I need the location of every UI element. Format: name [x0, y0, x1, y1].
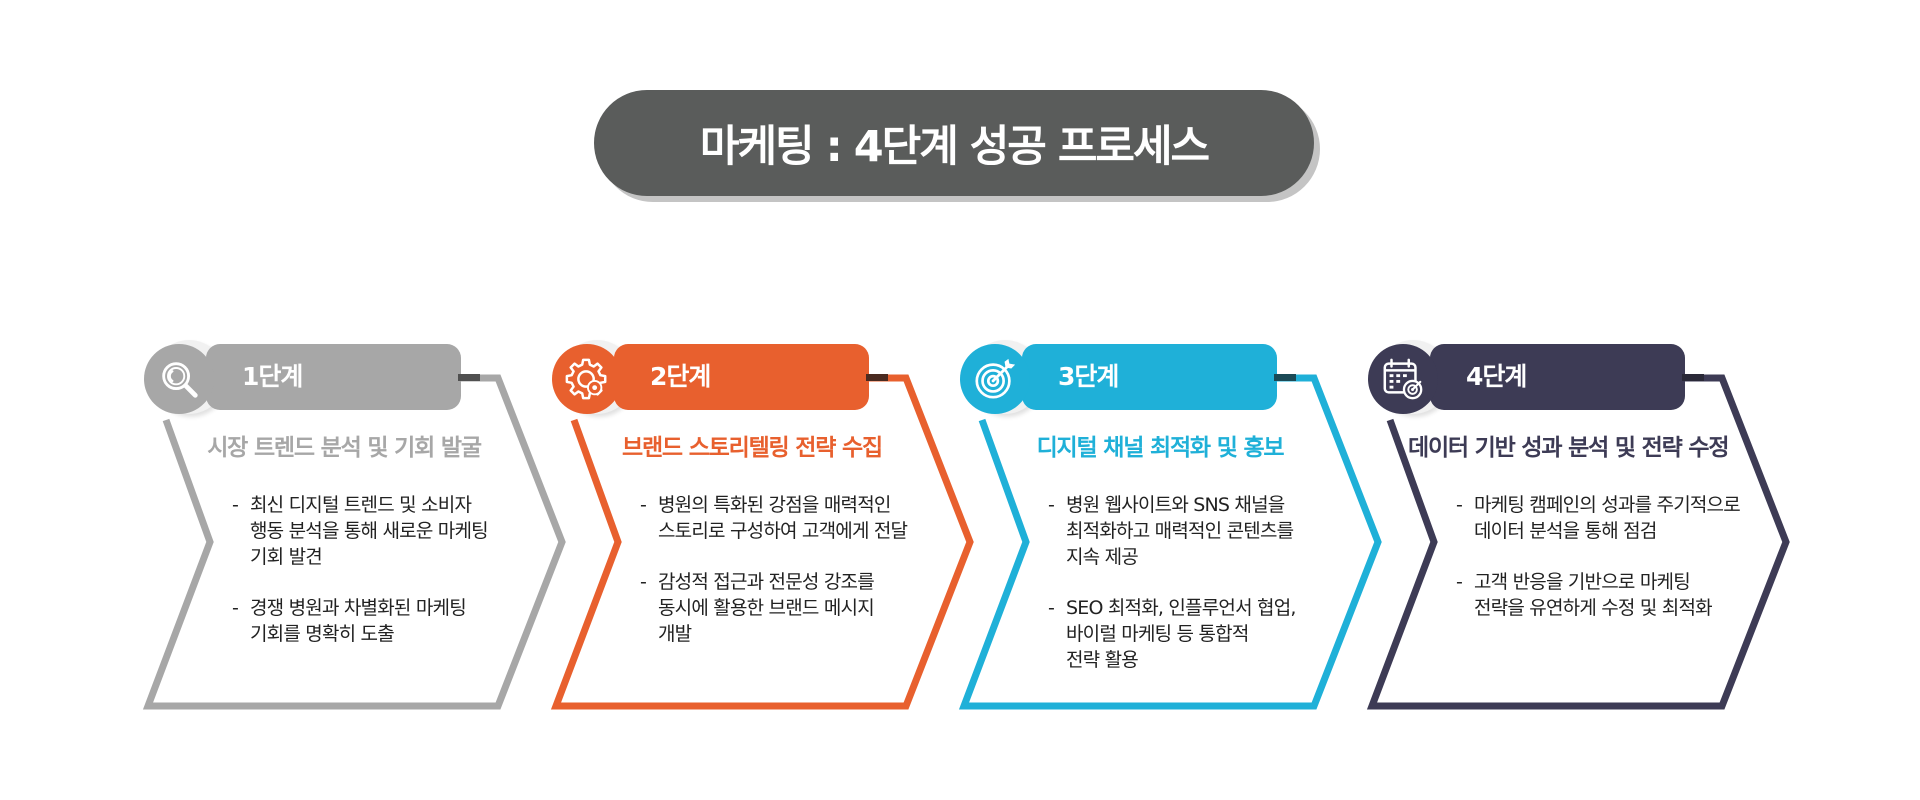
stage-1-header: 1단계 [206, 344, 461, 410]
stage-3-chevron [958, 374, 1382, 710]
stage-4-header: 4단계 [1430, 344, 1685, 410]
stage-3: 3단계 디지털 채널 최적화 및 홍보 병원 웹사이트와 SNS 채널을 최적화… [958, 340, 1382, 720]
target-arrow-icon [975, 358, 1016, 399]
stage-2-chevron [550, 374, 974, 710]
stage-3-title: 디지털 채널 최적화 및 홍보 [1036, 435, 1285, 461]
stage-3-icon-circle [960, 344, 1030, 414]
calendar-target-icon [1383, 358, 1423, 400]
stage-2-icon-circle [552, 344, 622, 414]
stage-4-bullet-2: 고객 반응을 기반으로 마케팅 전략을 유연하게 수정 및 최적화 [1456, 569, 1756, 621]
stage-1-title: 시장 트렌드 분석 및 기회 발굴 [207, 435, 482, 461]
stage-4-chevron-outline [1366, 374, 1790, 710]
stage-3-bullets: 병원 웹사이트와 SNS 채널을 최적화하고 매력적인 콘텐츠를 지속 제공 S… [1048, 492, 1348, 698]
stage-4-bullets: 마케팅 캠페인의 성과를 주기적으로 데이터 분석을 통해 점검 고객 반응을 … [1456, 492, 1756, 646]
stage-2-connector [866, 374, 888, 381]
stage-1-bullets: 최신 디지털 트렌드 및 소비자 행동 분석을 통해 새로운 마케팅 기회 발견… [232, 492, 532, 672]
stage-1-chevron [142, 374, 566, 710]
stage-4-label: 4단계 [1466, 362, 1527, 391]
stage-2-bullets: 병원의 특화된 강점을 매력적인 스토리로 구성하여 고객에게 전달 감성적 접… [640, 492, 940, 672]
stage-2-chevron-outline [550, 374, 974, 710]
stage-2-bullet-2: 감성적 접근과 전문성 강조를 동시에 활용한 브랜드 메시지 개발 [640, 569, 940, 647]
stage-1-bullet-1: 최신 디지털 트렌드 및 소비자 행동 분석을 통해 새로운 마케팅 기회 발견 [232, 492, 532, 570]
stage-4-icon-circle [1368, 344, 1438, 414]
gear-cog-icon [565, 358, 607, 400]
stage-1: 1단계 시장 트렌드 분석 및 기회 발굴 최신 디지털 트렌드 및 소비자 행… [142, 340, 566, 720]
stage-3-chevron-outline [958, 374, 1382, 710]
stage-1-icon-circle [144, 344, 214, 414]
stage-4-bullet-1: 마케팅 캠페인의 성과를 주기적으로 데이터 분석을 통해 점검 [1456, 492, 1756, 544]
stage-3-bullet-1: 병원 웹사이트와 SNS 채널을 최적화하고 매력적인 콘텐츠를 지속 제공 [1048, 492, 1348, 570]
stage-3-bullet-2: SEO 최적화, 인플루언서 협업, 바이럴 마케팅 등 통합적 전략 활용 [1048, 595, 1348, 673]
stage-4-title: 데이터 기반 성과 분석 및 전략 수정 [1408, 435, 1729, 461]
stage-3-label: 3단계 [1058, 362, 1119, 391]
stage-3-connector [1274, 374, 1296, 381]
magnifier-search-icon [162, 362, 198, 398]
stage-1-bullet-2: 경쟁 병원과 차별화된 마케팅 기회를 명확히 도출 [232, 595, 532, 647]
stage-2-title: 브랜드 스토리텔링 전략 수집 [622, 435, 883, 461]
stage-2-header: 2단계 [614, 344, 869, 410]
stage-4: 4단계 데이터 기반 성과 분석 및 전략 수정 [1366, 340, 1790, 720]
stage-4-chevron [1366, 374, 1790, 710]
title-banner: 마케팅 : 4단계 성공 프로세스 [594, 90, 1314, 196]
stage-1-connector [458, 374, 480, 381]
page-title: 마케팅 : 4단계 성공 프로세스 [699, 122, 1210, 172]
stage-4-connector [1682, 374, 1704, 381]
stage-3-header: 3단계 [1022, 344, 1277, 410]
stage-2-bullet-1: 병원의 특화된 강점을 매력적인 스토리로 구성하여 고객에게 전달 [640, 492, 940, 544]
stage-1-chevron-outline [142, 374, 566, 710]
stage-2-label: 2단계 [650, 362, 711, 391]
stage-2: 2단계 브랜드 스토리텔링 전략 수집 병원의 특화된 강점을 매력적인 스토리… [550, 340, 974, 720]
stage-1-label: 1단계 [242, 362, 303, 391]
